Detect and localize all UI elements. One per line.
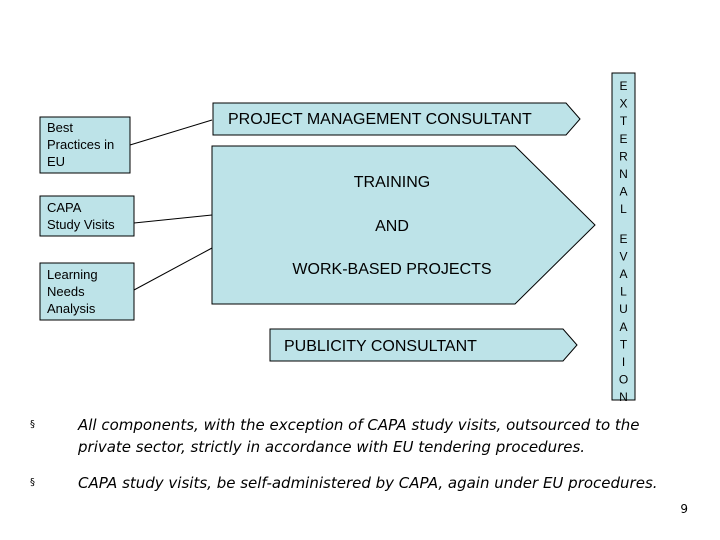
side-box-line: EU (47, 154, 65, 169)
vertical-letter: U (619, 302, 628, 316)
vertical-letter: N (619, 167, 628, 181)
project-management-banner: PROJECT MANAGEMENT CONSULTANT (212, 102, 581, 136)
vertical-letter: L (620, 202, 627, 216)
side-box-study-visits: CAPA Study Visits (39, 195, 135, 237)
side-box-learning-needs: Learning Needs Analysis (39, 262, 135, 321)
side-box-best-practices: Best Practices in EU (39, 116, 131, 174)
vertical-letter: I (622, 355, 625, 369)
publicity-label: PUBLICITY CONSULTANT (284, 338, 477, 355)
vertical-letter: N (619, 390, 628, 404)
vertical-letter: T (620, 114, 628, 128)
side-box-line: Best (47, 120, 73, 135)
vertical-letter: A (619, 185, 627, 199)
vertical-letter: A (619, 267, 627, 281)
training-label: TRAINING (354, 174, 430, 191)
connector-line-2 (133, 214, 213, 224)
vertical-letter: E (619, 232, 627, 246)
vertical-letter: R (619, 149, 628, 163)
side-box-line: Practices in (47, 137, 114, 152)
and-label: AND (375, 218, 409, 235)
page-number: 9 (680, 502, 688, 516)
training-arrow: TRAINING AND WORK-BASED PROJECTS (211, 145, 596, 305)
side-box-line: Needs (47, 284, 85, 299)
connector-line-3 (133, 247, 213, 291)
side-box-line: Analysis (47, 301, 96, 316)
vertical-letter: X (619, 97, 627, 111)
connector-line-1 (129, 119, 213, 146)
vertical-letter: V (619, 249, 627, 263)
vertical-letter: L (620, 285, 627, 299)
vertical-letter: A (619, 320, 627, 334)
vertical-letter: E (619, 132, 627, 146)
project-management-label: PROJECT MANAGEMENT CONSULTANT (228, 111, 532, 128)
vertical-letter: O (619, 373, 628, 387)
side-box-line: Study Visits (47, 217, 115, 232)
work-based-projects-label: WORK-BASED PROJECTS (292, 261, 491, 278)
side-box-line: Learning (47, 267, 98, 282)
publicity-banner: PUBLICITY CONSULTANT (269, 328, 578, 362)
vertical-letter: T (620, 337, 628, 351)
side-box-line: CAPA (47, 200, 82, 215)
vertical-letter: E (619, 79, 627, 93)
